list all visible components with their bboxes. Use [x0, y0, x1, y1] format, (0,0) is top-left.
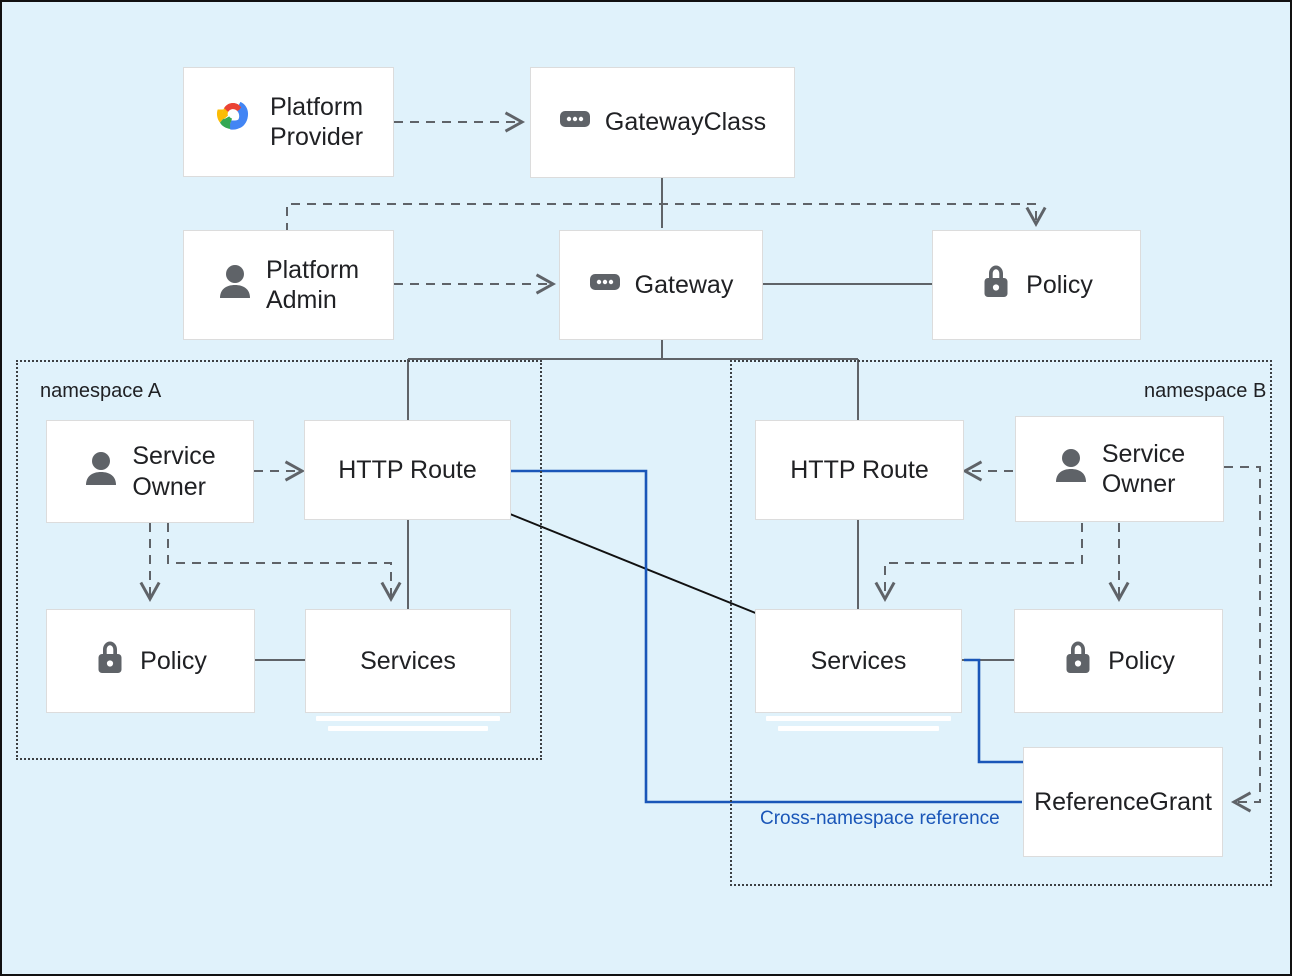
node-platform-provider[interactable]: Platform Provider — [183, 67, 394, 177]
node-label: Service Owner — [1101, 439, 1186, 499]
lock-icon — [1062, 638, 1094, 684]
node-label: Policy — [1026, 270, 1093, 299]
node-reference-grant[interactable]: ReferenceGrant — [1023, 747, 1223, 857]
node-policy-b[interactable]: Policy — [1014, 609, 1223, 713]
node-policy-top[interactable]: Policy — [932, 230, 1141, 340]
node-label: Policy — [1108, 646, 1175, 675]
node-label: Policy — [140, 646, 207, 675]
node-platform-admin[interactable]: Platform Admin — [183, 230, 394, 340]
namespace-a-label: namespace A — [40, 380, 162, 402]
resource-dots-icon — [559, 107, 591, 138]
node-label: Platform Provider — [269, 92, 364, 152]
node-services-b[interactable]: Services — [755, 609, 962, 731]
node-label: ReferenceGrant — [1034, 787, 1212, 816]
node-gatewayclass[interactable]: GatewayClass — [530, 67, 795, 178]
resource-dots-icon — [589, 270, 621, 301]
google-cloud-icon — [214, 100, 256, 144]
node-label: Gateway — [634, 270, 734, 299]
person-icon — [218, 263, 252, 307]
node-http-route-b[interactable]: HTTP Route — [755, 420, 964, 520]
edge-admin-to-policy — [286, 203, 1047, 232]
person-icon — [84, 450, 118, 494]
node-http-route-a[interactable]: HTTP Route — [304, 420, 511, 520]
node-gateway[interactable]: Gateway — [559, 230, 763, 340]
node-label: Platform Admin — [265, 255, 360, 315]
person-icon — [1054, 447, 1088, 491]
node-label: HTTP Route — [790, 455, 929, 484]
edge-httproute-a-to-services-b — [509, 513, 759, 615]
node-label: Service Owner — [132, 442, 216, 501]
lock-icon — [94, 638, 126, 684]
node-service-owner-a[interactable]: Service Owner — [46, 420, 254, 523]
node-label: HTTP Route — [338, 455, 477, 484]
cross-namespace-reference-label: Cross-namespace reference — [760, 808, 1000, 829]
node-policy-a[interactable]: Policy — [46, 609, 255, 713]
node-services-a[interactable]: Services — [305, 609, 511, 731]
node-label: Services — [360, 646, 456, 675]
node-label: GatewayClass — [604, 108, 767, 137]
namespace-b-label: namespace B — [1144, 380, 1267, 402]
lock-icon — [980, 262, 1012, 308]
node-service-owner-b[interactable]: Service Owner — [1015, 416, 1224, 522]
node-label: Services — [810, 646, 907, 675]
